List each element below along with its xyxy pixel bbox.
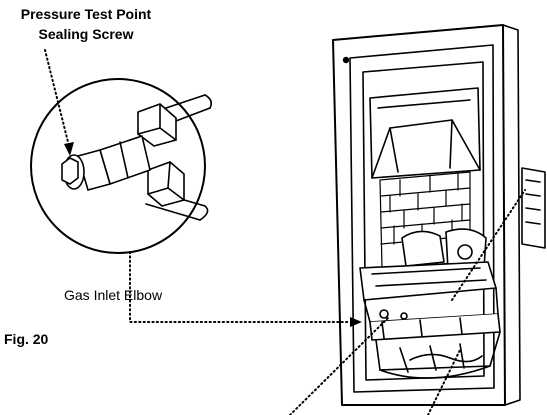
inlet-elbow-detail [61,94,212,221]
leader-right [451,189,526,301]
arrowhead-sealing-screw [64,142,74,156]
inlet-elbow-label: Gas Inlet Elbow [64,287,163,303]
sealing-screw-label: Pressure Test Point Sealing Screw [6,4,166,44]
leader-lower-2 [427,349,461,415]
figure-label: Fig. 20 [4,331,49,347]
leader-inlet-elbow [129,251,351,323]
sealing-screw-label-line1: Pressure Test Point [20,6,152,22]
arrowhead-inlet-elbow [350,317,362,327]
burner-assembly [359,228,501,379]
canopy [369,87,481,179]
sealing-screw-label-line2: Sealing Screw [38,26,134,42]
leader-lines [44,49,526,415]
leader-sealing-screw [44,49,71,151]
leader-lower-1 [289,315,391,415]
